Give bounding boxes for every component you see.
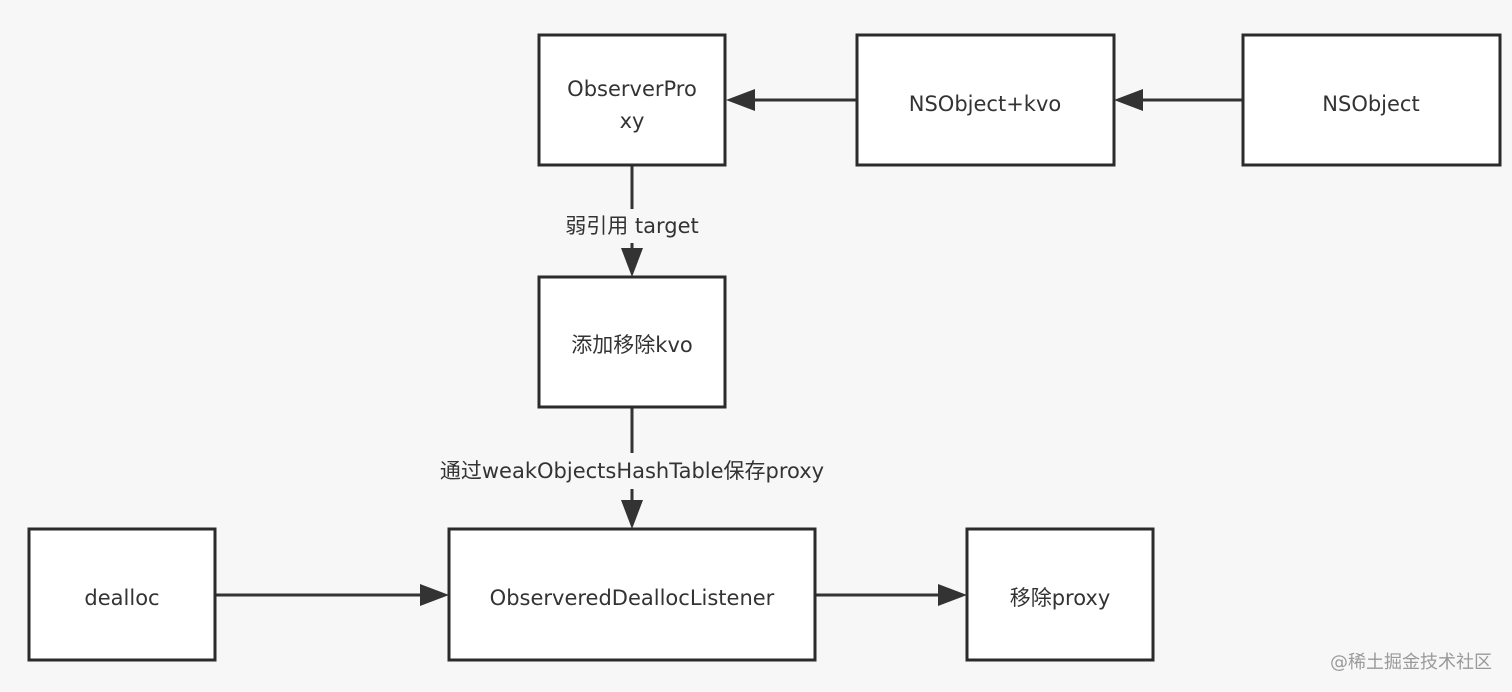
remove-proxy-label: 移除proxy (1010, 586, 1111, 610)
watermark: @稀土掘金技术社区 (1330, 652, 1492, 673)
edge-nsobject-kvo-to-observer-proxy (726, 89, 856, 111)
observer-proxy-line-1: ObserverPro (567, 77, 697, 101)
edge-dealloc-to-listener (215, 584, 449, 606)
node-add-remove-kvo: 添加移除kvo (537, 275, 727, 409)
node-observer-proxy: ObserverPro xy (537, 33, 727, 167)
node-dealloc: dealloc (27, 527, 217, 662)
observer-proxy-line-2: xy (620, 109, 645, 133)
node-nsobject: NSObject (1241, 33, 1502, 167)
observered-dealloc-listener-label: ObserveredDeallocListener (490, 586, 775, 610)
node-nsobject-kvo: NSObject+kvo (855, 33, 1116, 167)
node-remove-proxy: 移除proxy (965, 527, 1155, 662)
edge-label-hash-table: 通过weakObjectsHashTable保存proxy (418, 453, 846, 489)
node-observered-dealloc-listener: ObserveredDeallocListener (447, 527, 817, 662)
nsobject-kvo-label: NSObject+kvo (909, 92, 1061, 116)
weak-ref-label-text: 弱引用 target (565, 214, 699, 238)
edge-nsobject-to-nsobject-kvo (1114, 89, 1242, 111)
add-remove-kvo-label: 添加移除kvo (571, 333, 692, 357)
dealloc-label: dealloc (84, 586, 159, 610)
edge-listener-to-remove-proxy (816, 584, 967, 606)
nsobject-label: NSObject (1322, 92, 1419, 116)
edge-label-weak-ref: 弱引用 target (552, 209, 712, 243)
hash-table-label-text: 通过weakObjectsHashTable保存proxy (440, 459, 824, 483)
